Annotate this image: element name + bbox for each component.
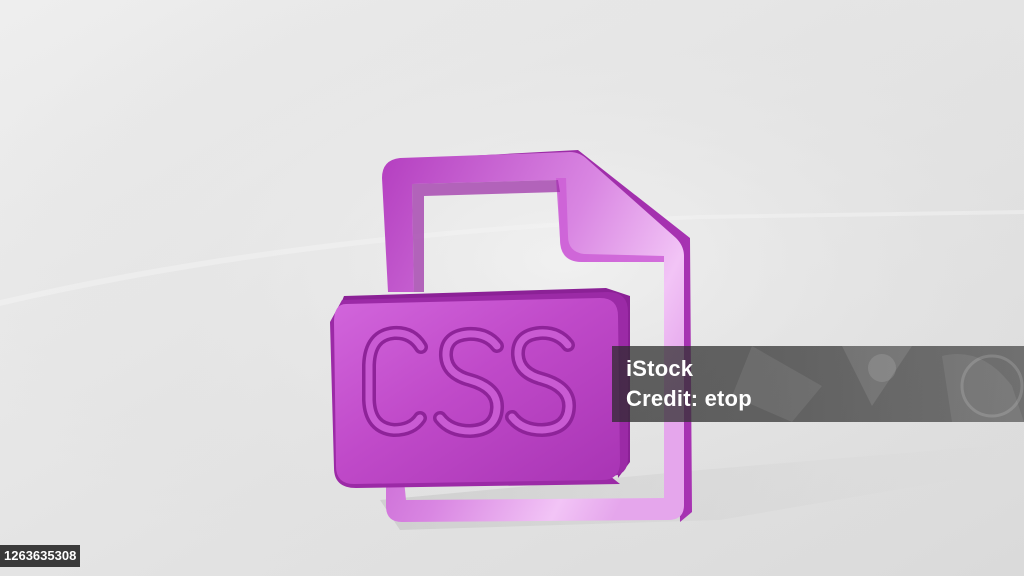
watermark-pattern: [732, 346, 1024, 422]
watermark-credit: Credit: etop: [626, 386, 752, 411]
css-lettering: [362, 325, 576, 438]
css-file-icon: [330, 150, 692, 522]
watermark-band: [612, 346, 1024, 422]
stock-id-badge: 1263635308: [0, 545, 81, 567]
document-outline: [382, 152, 684, 522]
watermark-brand: iStock: [626, 356, 694, 381]
label-plate: [334, 298, 620, 484]
background-sweep: [0, 210, 1024, 306]
